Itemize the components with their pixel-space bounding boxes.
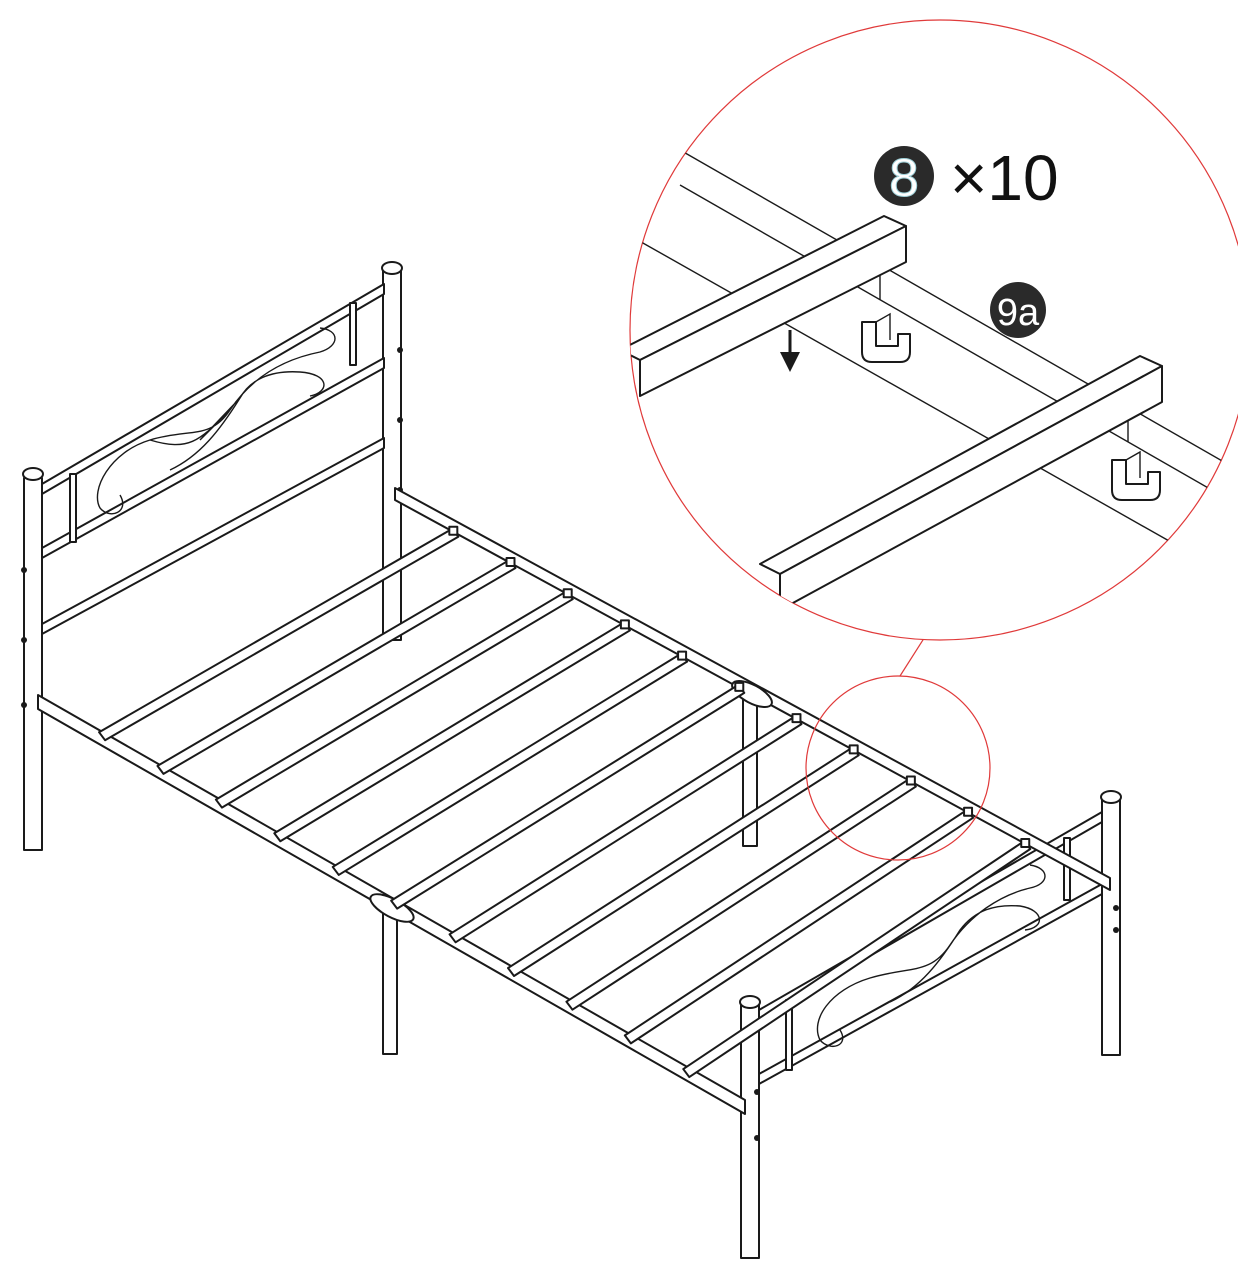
footboard-middle-rail	[758, 883, 1103, 1085]
slat-clip	[619, 619, 630, 630]
zoomed-detail: 8 ×10 9a	[629, 19, 1238, 641]
slat	[448, 715, 803, 944]
center-leg-front	[382, 911, 398, 1055]
slat	[98, 527, 460, 742]
headboard-scroll-ornament	[96, 327, 336, 515]
slat-clip	[677, 650, 688, 661]
slat-clip	[448, 525, 459, 536]
footboard-post-left	[740, 1004, 760, 1259]
slat	[156, 558, 517, 775]
slat-clip	[905, 775, 916, 786]
headboard	[21, 261, 403, 851]
quantity-label: ×10	[950, 142, 1059, 214]
detail-callout-small-circle	[805, 675, 991, 861]
headboard-post-cap-right	[381, 261, 403, 275]
part-8-badge: 8	[874, 146, 934, 209]
slat-clip	[505, 556, 516, 567]
slat-clip	[963, 806, 974, 817]
detail-clip-upper	[861, 312, 911, 363]
headboard-post-left	[23, 477, 43, 851]
part-9a-badge: 9a	[990, 282, 1046, 338]
slat-clip	[791, 713, 802, 724]
footboard-post-cap-left	[739, 995, 761, 1009]
footboard-spindle-right	[1063, 837, 1071, 901]
slat	[623, 808, 975, 1045]
footboard-post-cap-right	[1100, 790, 1122, 804]
slat	[331, 652, 689, 876]
slat	[682, 840, 1032, 1079]
slat	[214, 590, 574, 809]
slat	[390, 683, 746, 910]
ref-part-label: 9a	[997, 292, 1040, 334]
slat-clip	[1020, 838, 1031, 849]
slat-clip	[848, 744, 859, 755]
headboard-spindle-left	[69, 473, 77, 543]
headboard-post-cap-left	[22, 467, 44, 481]
part-number-label: 8	[889, 148, 919, 208]
down-arrow-icon	[780, 330, 800, 372]
headboard-lower-rail	[41, 437, 385, 635]
headboard-post-right	[382, 269, 402, 641]
slat	[273, 621, 631, 843]
footboard-scroll-ornament	[816, 864, 1046, 1048]
detail-slat-upper-face	[639, 225, 907, 397]
detail-clip-lower	[1111, 450, 1161, 501]
side-rails	[37, 487, 1111, 1115]
slat	[565, 777, 917, 1011]
headboard-spindle-right	[349, 302, 357, 366]
headboard-top-rail	[41, 283, 385, 495]
headboard-middle-rail	[41, 357, 385, 559]
slat-clip	[562, 588, 573, 599]
slat-clip	[734, 681, 745, 692]
slats	[98, 525, 1032, 1079]
slat	[507, 746, 860, 977]
